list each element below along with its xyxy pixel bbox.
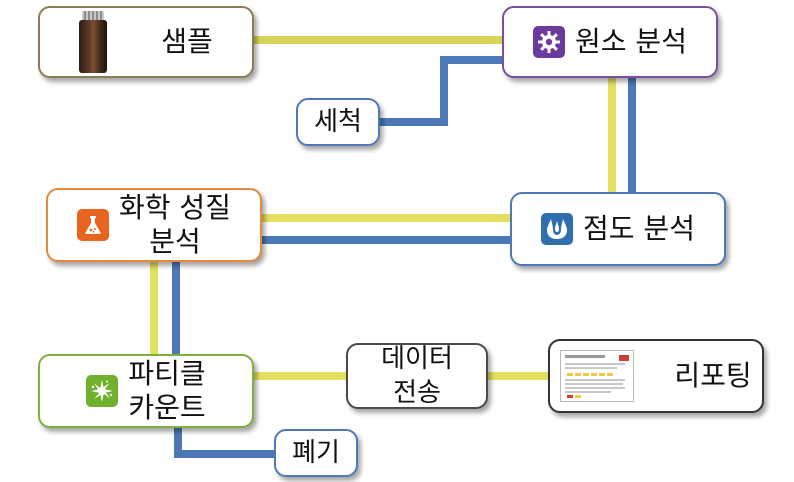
node-viscosity-analysis: 점도 분석: [510, 192, 726, 266]
node-element-analysis: 원소 분석: [502, 6, 718, 78]
report-icon: [560, 350, 635, 402]
node-disposal-label: 폐기: [292, 438, 340, 468]
gear-icon: [533, 26, 566, 58]
node-chemical-label-line2: 분석: [149, 225, 201, 258]
pipe-particle-waste: [174, 428, 274, 458]
node-data-label-line2: 전송: [393, 378, 441, 408]
splash-icon: [86, 375, 119, 407]
node-cleaning-label: 세척: [314, 107, 362, 137]
node-viscosity-label: 점도 분석: [583, 212, 695, 245]
node-particle-label-line1: 파티클: [128, 357, 206, 390]
node-particle-label-line2: 카운트: [128, 391, 206, 424]
flask-icon: [77, 209, 110, 241]
node-sample: 샘플: [38, 6, 254, 78]
node-data-transfer: 데이터 전송: [346, 343, 488, 409]
node-chemical-label-line1: 화학 성질: [119, 191, 231, 224]
node-disposal: 폐기: [274, 429, 358, 477]
node-chemical-analysis: 화학 성질 분석: [46, 188, 262, 262]
node-element-label: 원소 분석: [575, 25, 687, 58]
node-data-label-line1: 데이터: [381, 344, 453, 374]
sample-vial-icon: [79, 11, 108, 73]
pipe-element-clean: [380, 56, 502, 126]
node-reporting-label: 리포팅: [674, 359, 752, 392]
node-particle-count: 파티클 카운트: [38, 354, 254, 428]
node-cleaning: 세척: [296, 98, 380, 146]
droplets-icon: [541, 213, 574, 245]
node-reporting: 리포팅: [548, 339, 764, 413]
node-sample-label: 샘플: [161, 25, 213, 58]
